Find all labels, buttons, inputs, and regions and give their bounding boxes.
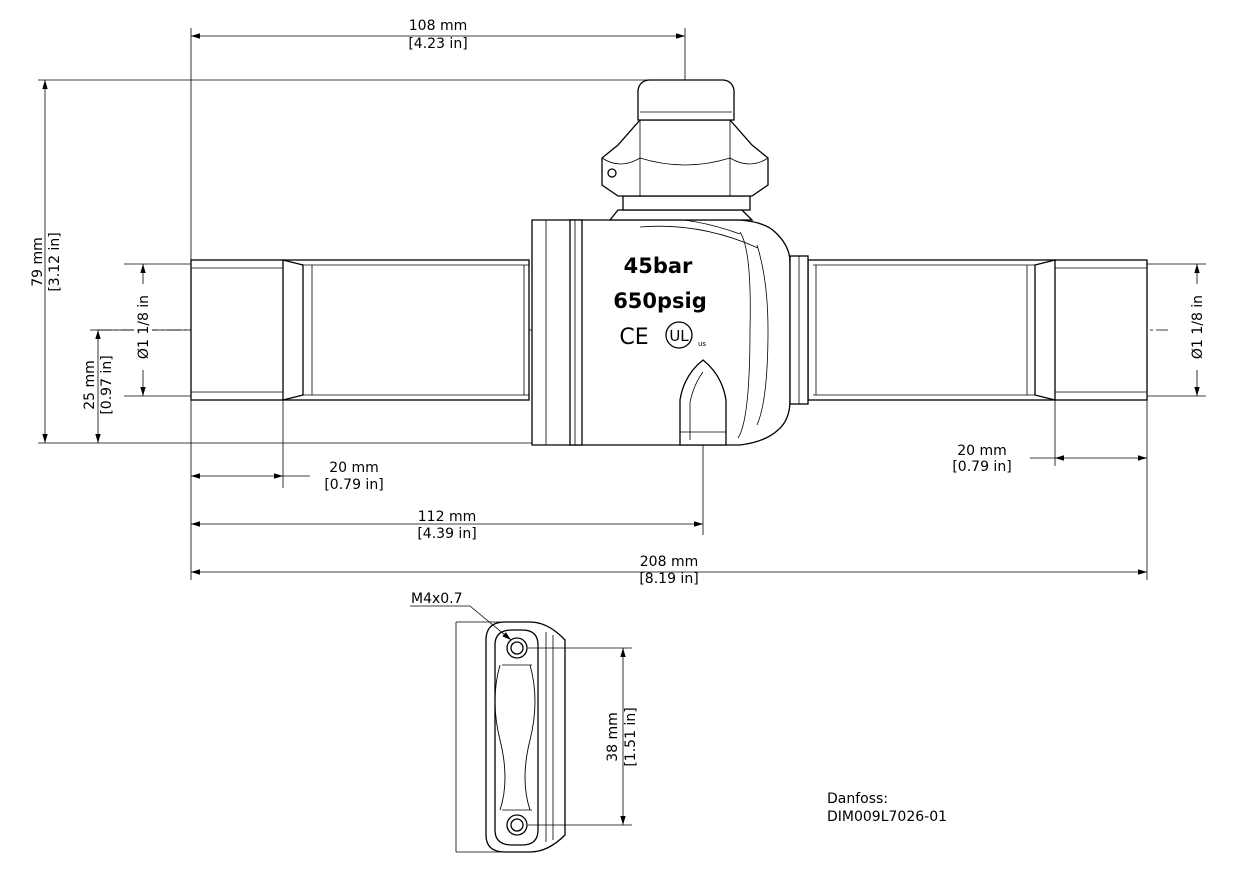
- dim-diameter-left: Ø1 1/8 in: [136, 295, 152, 359]
- company-label: Danfoss:: [827, 791, 888, 807]
- valve-cap: [601, 79, 769, 221]
- valve-handle: [679, 359, 727, 446]
- dim-25-imperial: [0.97 in]: [99, 355, 115, 414]
- title-block: Danfoss: DIM009L7026-01: [827, 791, 947, 825]
- dim-25-metric: 25 mm: [82, 360, 98, 410]
- dim-socket-left-metric: 20 mm: [329, 460, 379, 476]
- dim-112-imperial: [4.39 in]: [417, 526, 476, 542]
- dim-112-metric: 112 mm: [418, 509, 476, 525]
- dim-socket-right-metric: 20 mm: [957, 443, 1007, 459]
- dim-socket-left-imperial: [0.79 in]: [324, 477, 383, 493]
- dim-79-imperial: [3.12 in]: [47, 232, 63, 291]
- dim-208-imperial: [8.19 in]: [639, 571, 698, 587]
- right-pipe: [807, 259, 1148, 401]
- dim-108-metric: 108 mm: [409, 18, 467, 34]
- dim-socket-right-imperial: [0.79 in]: [952, 459, 1011, 475]
- valve-body: [531, 217, 809, 446]
- pressure-psig-marking: 650psig: [613, 289, 707, 313]
- dimensions: 108 mm [4.23 in] 79 mm [3.12 in] 25 mm […: [30, 18, 1206, 587]
- dim-108-imperial: [4.23 in]: [408, 36, 467, 52]
- ul-mark-circle: [665, 321, 693, 349]
- thread-callout: M4x0.7: [411, 591, 463, 607]
- ul-mark-suffix: us: [698, 340, 706, 348]
- dim-208-metric: 208 mm: [640, 554, 698, 570]
- bracket-side-view: M4x0.7 38 mm [1.51 in]: [410, 591, 639, 853]
- valve-front-view: 45bar 650psig CE UL us: [98, 79, 1168, 446]
- left-pipe: [190, 259, 530, 401]
- drawing-number: DIM009L7026-01: [827, 809, 947, 825]
- pressure-bar-marking: 45bar: [624, 254, 693, 278]
- ce-mark: CE: [619, 325, 648, 350]
- dim-79-metric: 79 mm: [30, 237, 46, 287]
- dim-38-metric: 38 mm: [605, 712, 621, 762]
- dim-38-imperial: [1.51 in]: [623, 707, 639, 766]
- dim-diameter-right: Ø1 1/8 in: [1190, 295, 1206, 359]
- ul-mark: UL: [669, 327, 689, 345]
